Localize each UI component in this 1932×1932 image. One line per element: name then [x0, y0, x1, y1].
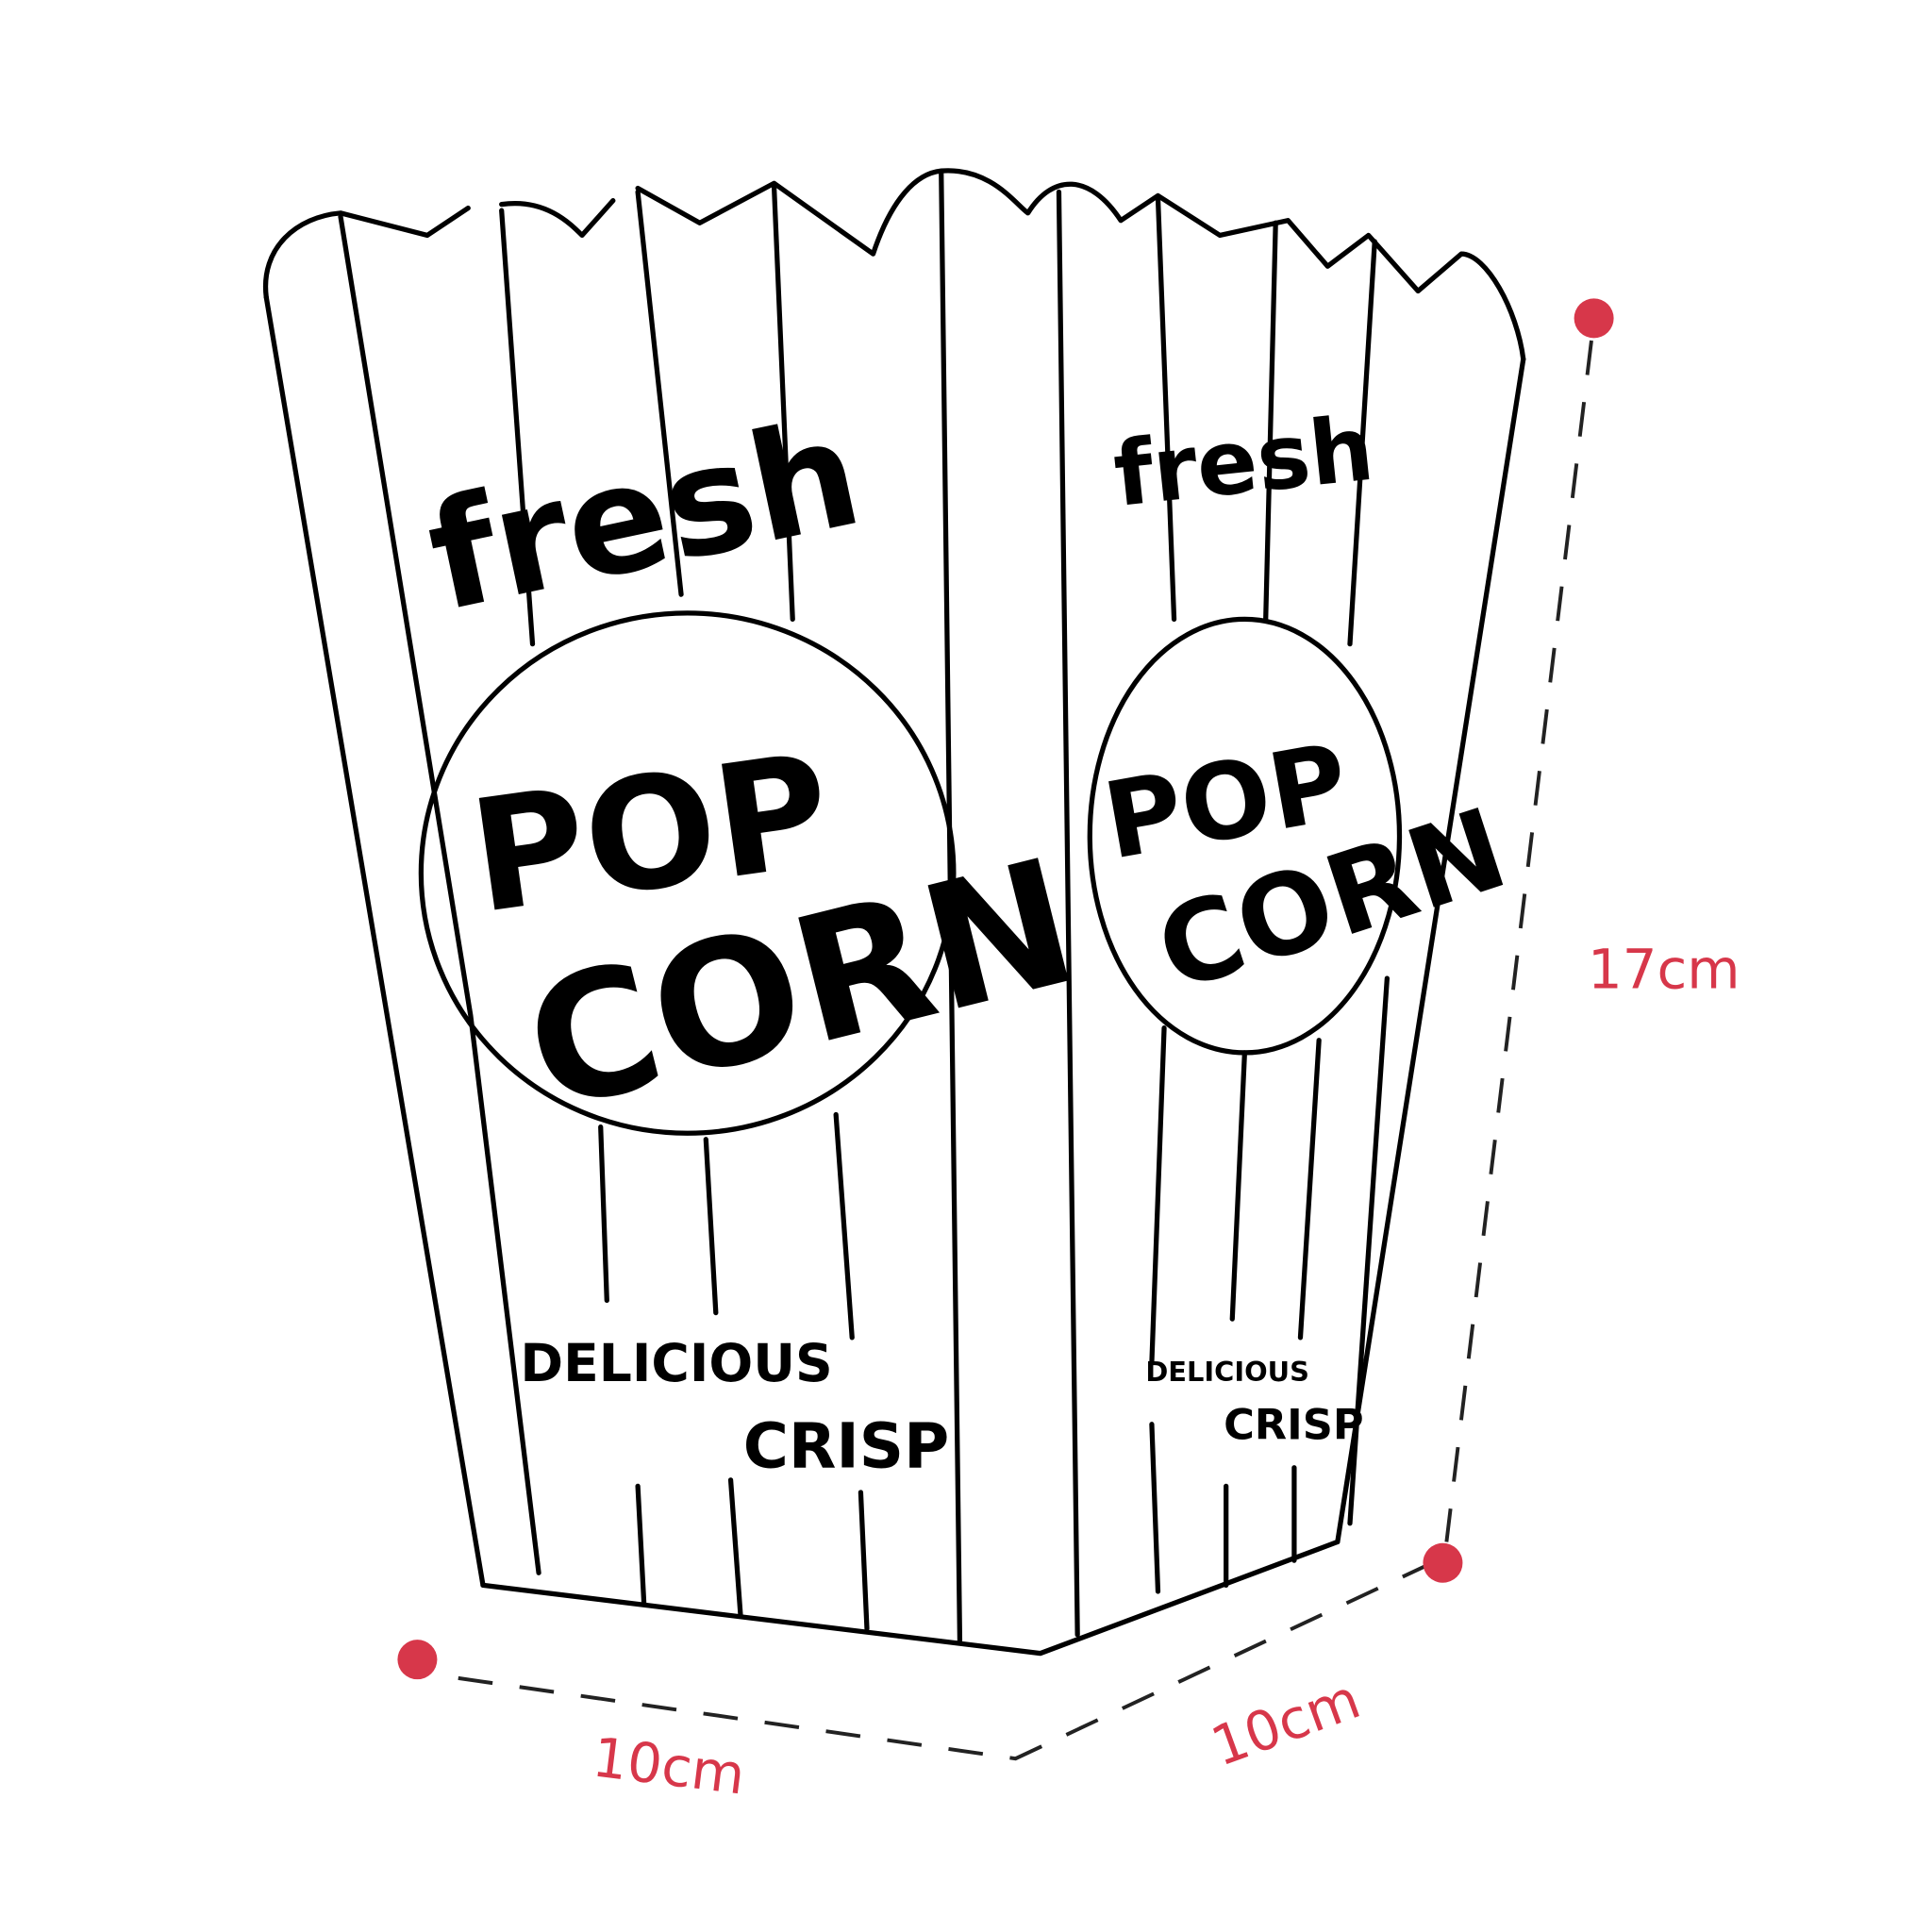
crisp-text: CRISP [743, 1411, 949, 1483]
dimension-dot [1423, 1542, 1463, 1583]
height-label: 17cm [1588, 938, 1740, 1002]
front-panel-label: fresh POP CORN DELICIOUS CRISP [415, 387, 1094, 1483]
width-label: 10cm [590, 1724, 749, 1807]
dimension-dot [1574, 298, 1614, 339]
height-dimension-line [1444, 340, 1593, 1542]
depth-label: 10cm [1203, 1667, 1368, 1779]
dimension-dot [397, 1640, 438, 1680]
base-dimension-line [458, 1564, 1425, 1761]
fresh-text: fresh [415, 387, 874, 645]
delicious-text-side: DELICIOUS [1145, 1356, 1309, 1388]
crisp-text-side: CRISP [1224, 1400, 1364, 1449]
delicious-text: DELICIOUS [520, 1334, 832, 1394]
stripes [338, 183, 1390, 1631]
fresh-text-side: fresh [1109, 397, 1378, 527]
popcorn-circle-side [1087, 616, 1403, 1056]
box-outline [262, 168, 1526, 1657]
popcorn-circle [418, 610, 957, 1136]
